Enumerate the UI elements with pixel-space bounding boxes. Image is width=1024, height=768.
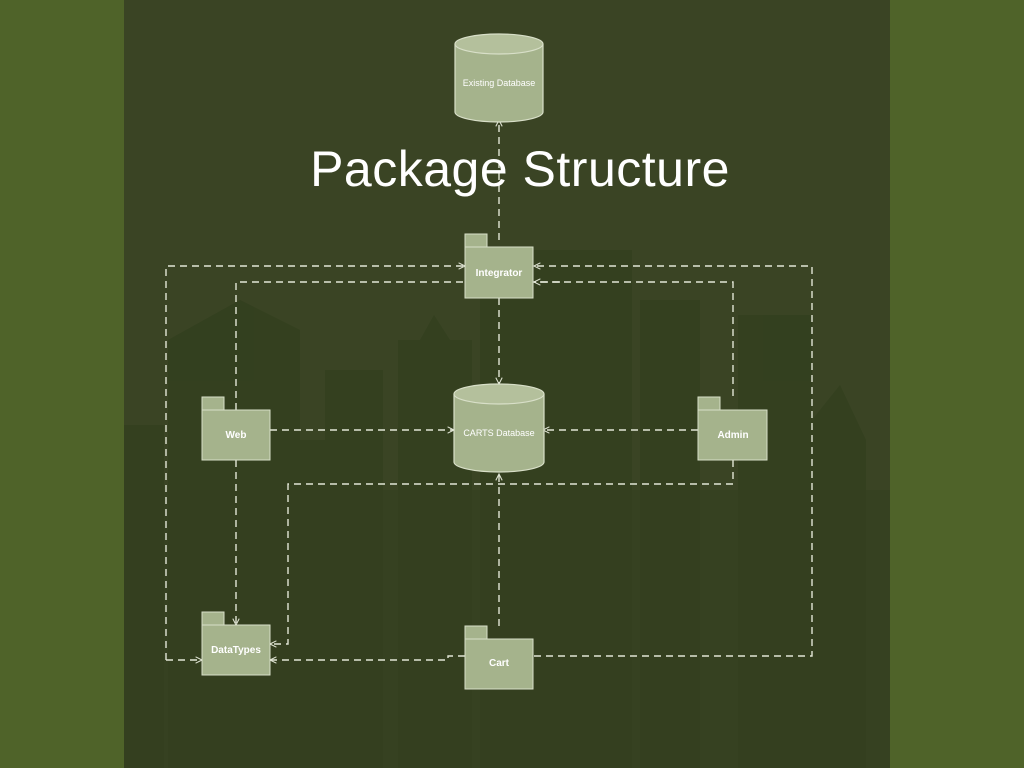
package-admin: Admin — [697, 396, 768, 461]
package-web-label: Web — [226, 430, 247, 441]
carts-database: CARTS Database — [453, 383, 545, 473]
left-margin-band — [0, 0, 124, 768]
right-margin-band — [890, 0, 1024, 768]
package-integrator-label: Integrator — [476, 268, 523, 279]
dep-cart-to-datatypes — [270, 655, 465, 660]
skyline-silhouette — [124, 250, 890, 768]
package-cart: Cart — [464, 625, 534, 690]
dep-datatypes-to-integrator — [165, 266, 465, 660]
package-admin-label: Admin — [717, 430, 748, 441]
dependency-connectors — [165, 120, 813, 660]
existing-database-label: Existing Database — [463, 78, 536, 88]
dep-admin-to-datatypes — [270, 460, 734, 644]
package-datatypes: DataTypes — [201, 611, 271, 676]
dep-cart-to-integrator — [534, 266, 813, 657]
package-web: Web — [201, 396, 271, 461]
existing-database: Existing Database — [454, 33, 544, 123]
package-cart-label: Cart — [489, 658, 510, 669]
carts-database-label: CARTS Database — [463, 428, 534, 438]
package-integrator: Integrator — [464, 233, 534, 299]
slide-title: Package Structure — [310, 141, 730, 197]
package-datatypes-label: DataTypes — [211, 645, 261, 656]
